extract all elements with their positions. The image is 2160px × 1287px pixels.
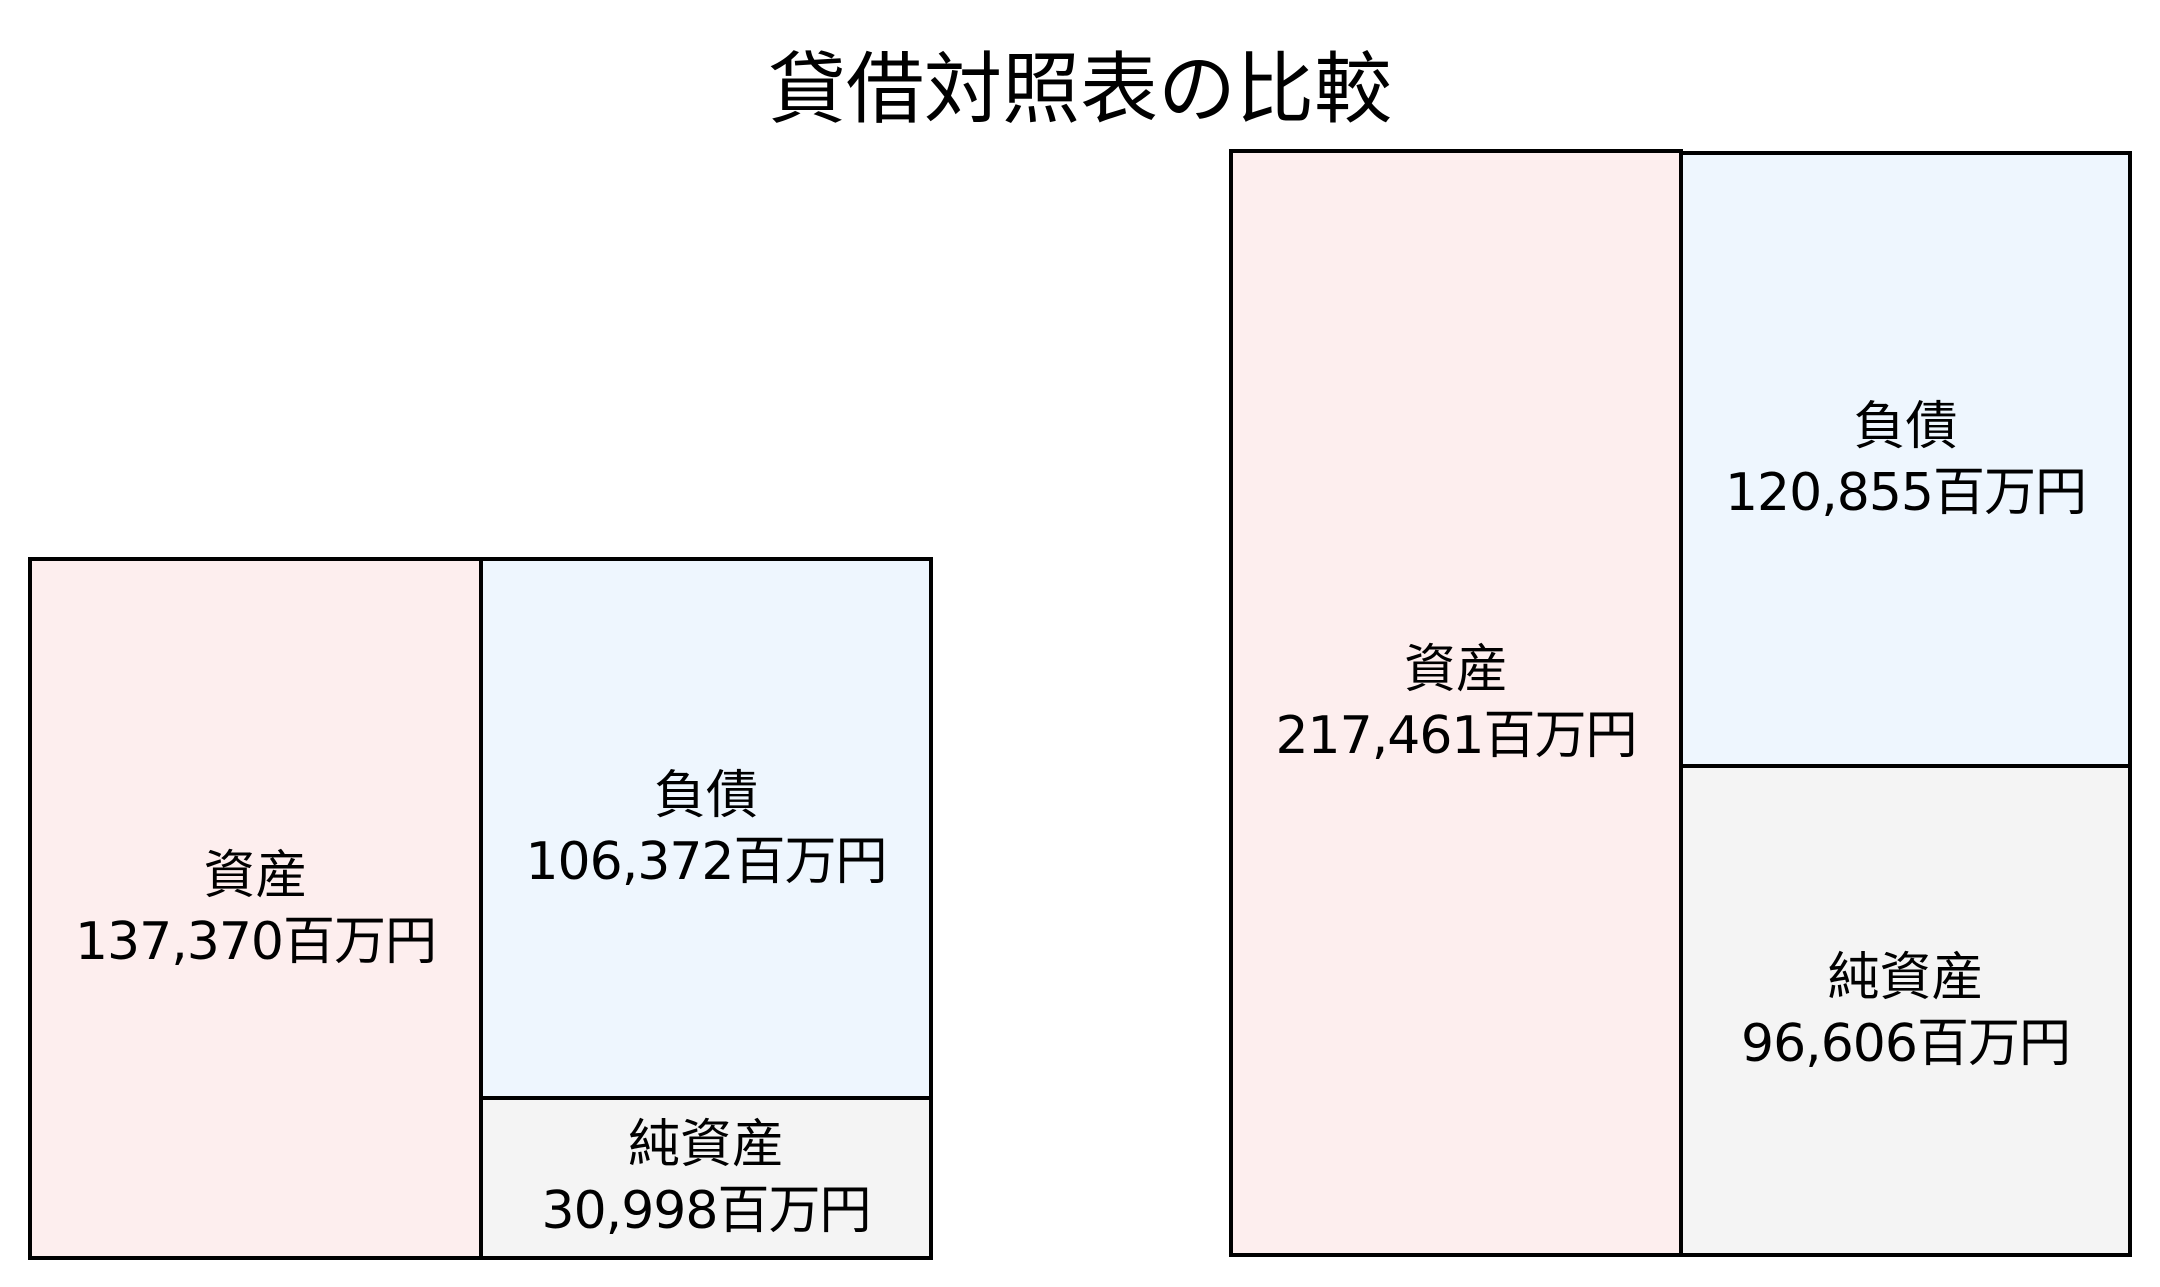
chart-title: 貸借対照表の比較 bbox=[767, 45, 1392, 135]
assets-box-left: 資産 137,370百万円 bbox=[28, 557, 483, 1260]
net-assets-value: 30,998百万円 bbox=[541, 1181, 872, 1241]
assets-label: 資産 bbox=[203, 845, 308, 906]
net-assets-box-right: 純資産 96,606百万円 bbox=[1679, 764, 2132, 1257]
liabilities-label: 負債 bbox=[1853, 396, 1958, 457]
assets-box-right: 資産 217,461百万円 bbox=[1229, 149, 1683, 1257]
assets-value: 217,461百万円 bbox=[1275, 706, 1637, 766]
net-assets-box-left: 純資産 30,998百万円 bbox=[479, 1096, 933, 1260]
liabilities-value: 106,372百万円 bbox=[525, 831, 887, 892]
assets-value: 137,370百万円 bbox=[74, 911, 437, 972]
liabilities-label: 負債 bbox=[653, 765, 758, 826]
net-assets-label: 純資産 bbox=[627, 1115, 784, 1175]
net-assets-value: 96,606百万円 bbox=[1741, 1013, 2071, 1074]
liabilities-box-right: 負債 120,855百万円 bbox=[1679, 151, 2132, 768]
net-assets-label: 純資産 bbox=[1827, 947, 1984, 1008]
assets-label: 資産 bbox=[1403, 640, 1508, 700]
liabilities-box-left: 負債 106,372百万円 bbox=[479, 557, 933, 1100]
liabilities-value: 120,855百万円 bbox=[1724, 462, 2087, 523]
